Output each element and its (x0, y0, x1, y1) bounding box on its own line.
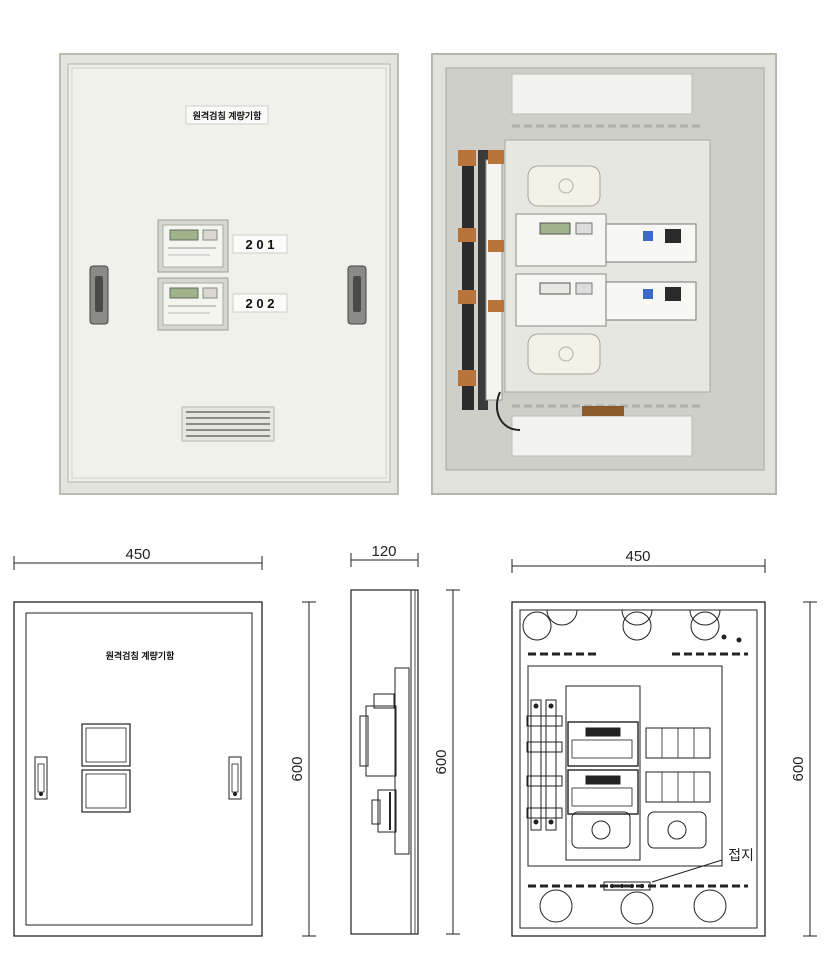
interior-width-text: 450 (625, 548, 650, 565)
interior-width-dimension: 450 (511, 548, 766, 573)
drawing-front-view: 450 원격검침 계량기함 600 (13, 546, 316, 937)
unit-label-201: 2 0 1 (232, 234, 288, 254)
side-height-dimension: 600 (433, 589, 460, 935)
ground-label: 접지 (728, 847, 754, 863)
photo-closed-cabinet: 원격검침 계량기함 2 0 1 2 0 2 (59, 53, 399, 495)
drawing-door-label: 원격검침 계량기함 (106, 650, 175, 661)
drawing-side-view: 120 600 (350, 543, 460, 935)
side-depth-text: 120 (371, 543, 396, 560)
photo-open-cabinet (431, 53, 777, 495)
front-height-text: 600 (289, 756, 306, 781)
drawing-interior-view: 450 (511, 548, 817, 937)
door-label-text: 원격검침 계량기함 (193, 110, 262, 121)
unit-label-202: 2 0 2 (232, 293, 288, 313)
meter-window-201 (157, 219, 229, 273)
front-height-dimension: 600 (289, 601, 316, 937)
door-handle-left (89, 265, 109, 325)
front-width-text: 450 (125, 546, 150, 563)
front-width-dimension: 450 (13, 546, 263, 570)
side-height-text: 600 (433, 749, 450, 774)
interior-height-dimension: 600 (790, 601, 817, 937)
side-depth-dimension: 120 (350, 543, 419, 567)
meter-window-202 (157, 277, 229, 331)
door-label-plate: 원격검침 계량기함 (185, 105, 269, 125)
unit-label-201-text: 2 0 1 (246, 237, 275, 252)
unit-label-202-text: 2 0 2 (246, 296, 275, 311)
ventilation-grille (181, 406, 275, 442)
interior-height-text: 600 (790, 756, 807, 781)
door-handle-right (347, 265, 367, 325)
